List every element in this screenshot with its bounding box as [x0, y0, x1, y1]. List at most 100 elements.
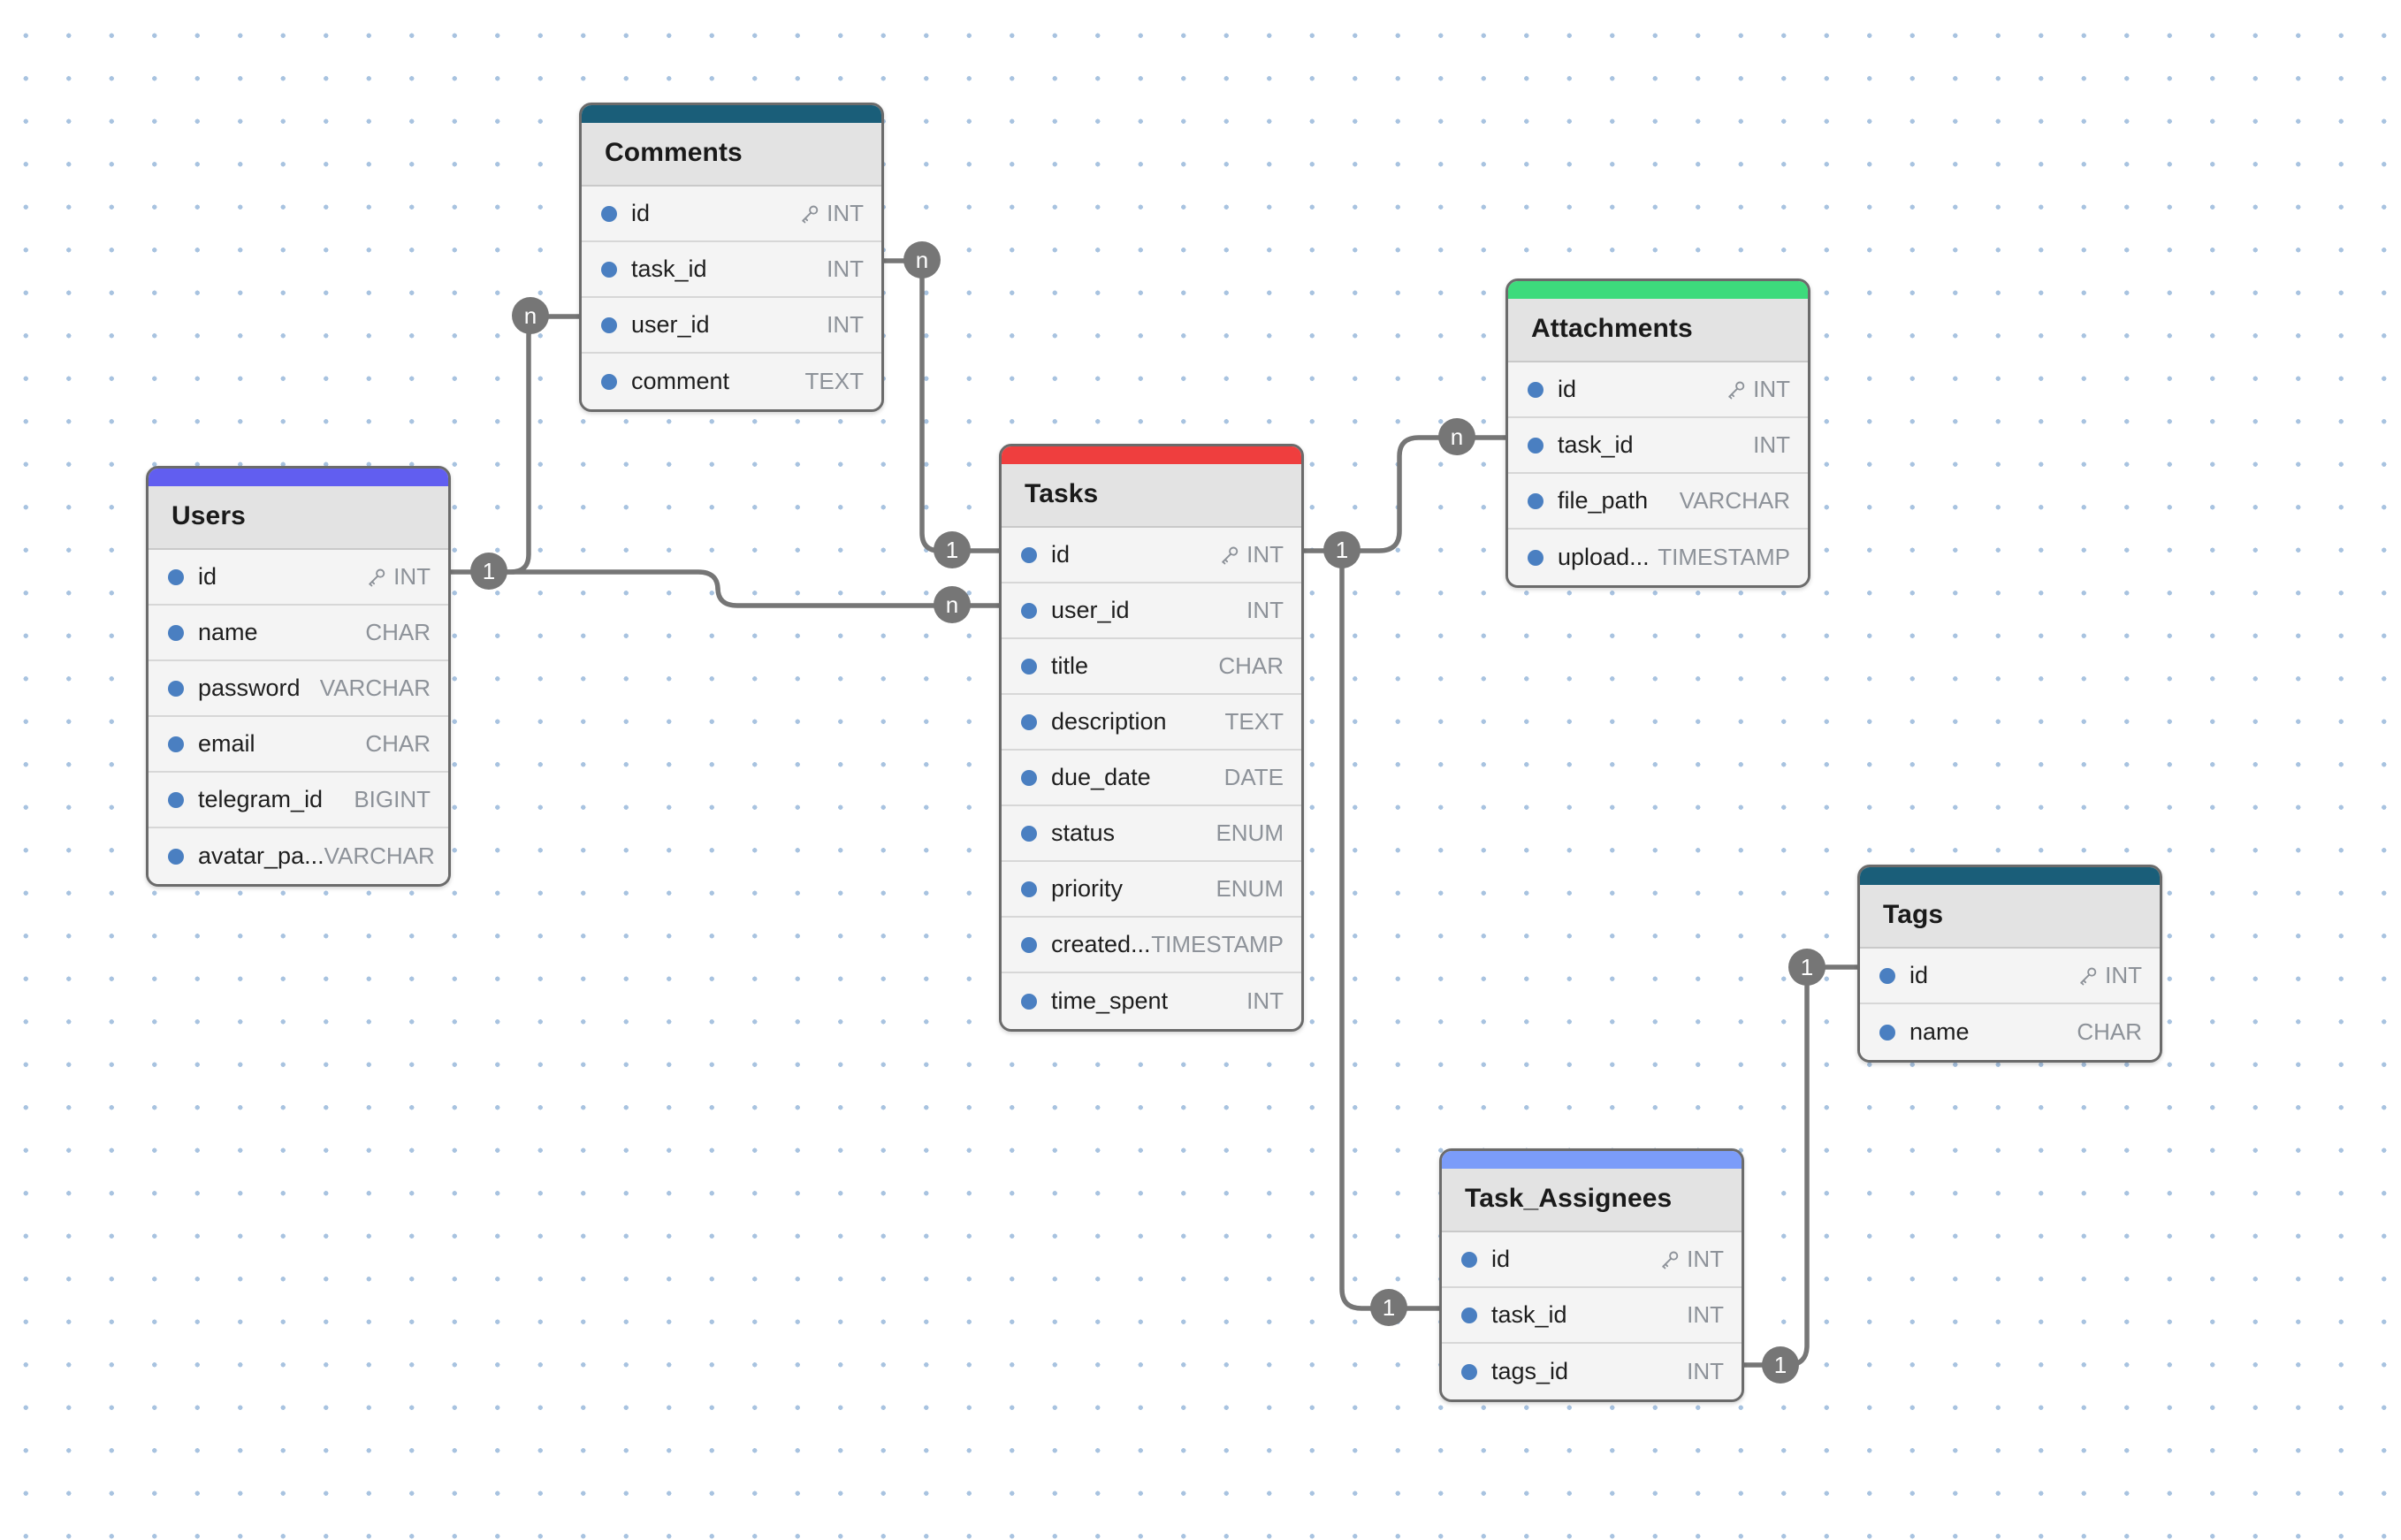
column-type: TEXT	[804, 368, 864, 394]
column-name: id	[1491, 1246, 1511, 1272]
table-row[interactable]: status ENUM	[1002, 806, 1301, 862]
column-type: INT	[1246, 541, 1284, 568]
column-type: ENUM	[1216, 820, 1284, 846]
primary-key-icon	[1659, 1249, 1681, 1270]
table-row[interactable]: id INT	[1002, 528, 1301, 583]
column-name: id	[1558, 376, 1577, 402]
cardinality-badge[interactable]: 1	[934, 531, 971, 568]
column-name: name	[198, 619, 258, 645]
column-name: telegram_id	[198, 786, 324, 812]
column-name: tags_id	[1491, 1358, 1569, 1384]
table-row[interactable]: id INT	[1442, 1232, 1742, 1288]
column-name: task_id	[1558, 431, 1634, 458]
column-meta: INT	[366, 563, 431, 591]
column-meta: INT	[1219, 541, 1284, 568]
table-row[interactable]: comment TEXT	[582, 354, 881, 409]
column-name: priority	[1051, 875, 1124, 902]
cardinality-badge[interactable]: 1	[1370, 1289, 1407, 1326]
column-bullet-icon	[1021, 602, 1037, 619]
column-name: id	[1051, 541, 1071, 568]
table-row[interactable]: task_id INT	[582, 242, 881, 298]
cardinality-badge[interactable]: n	[512, 297, 549, 334]
column-name: comment	[631, 368, 730, 394]
column-bullet-icon	[1528, 381, 1544, 398]
cardinality-badge[interactable]: 1	[1762, 1346, 1799, 1384]
column-bullet-icon	[1021, 658, 1037, 675]
column-name: description	[1051, 708, 1167, 735]
column-type: INT	[827, 255, 864, 282]
table-title: Tasks	[1002, 464, 1301, 528]
primary-key-icon	[799, 203, 820, 225]
column-name: status	[1051, 820, 1116, 846]
table-row[interactable]: time_spent INT	[1002, 973, 1301, 1029]
cardinality-badge[interactable]: n	[1438, 418, 1475, 455]
column-bullet-icon	[601, 316, 617, 333]
cardinality-badge[interactable]: 1	[1788, 949, 1826, 986]
table-row[interactable]: task_id INT	[1508, 418, 1808, 474]
column-type: VARCHAR	[319, 675, 431, 701]
column-meta: INT	[827, 311, 864, 339]
column-bullet-icon	[168, 568, 184, 585]
column-type: INT	[1246, 597, 1284, 623]
table-row[interactable]: tags_id INT	[1442, 1344, 1742, 1399]
column-type: VARCHAR	[324, 842, 435, 869]
column-bullet-icon	[168, 680, 184, 697]
column-name: task_id	[631, 255, 707, 282]
column-meta: INT	[1753, 431, 1790, 459]
primary-key-icon	[366, 567, 387, 588]
cardinality-badge[interactable]: 1	[470, 553, 507, 590]
column-bullet-icon	[1021, 993, 1037, 1010]
table-accent-bar	[582, 105, 881, 123]
cardinality-badge[interactable]: 1	[1323, 531, 1361, 568]
column-meta: INT	[1246, 987, 1284, 1015]
column-bullet-icon	[1879, 1024, 1895, 1041]
cardinality-badge[interactable]: n	[934, 586, 971, 623]
table-accent-bar	[1508, 281, 1808, 299]
column-bullet-icon	[1461, 1363, 1477, 1380]
table-accent-bar	[1442, 1151, 1742, 1169]
column-meta: TIMESTAMP	[1658, 544, 1790, 571]
table-title: Task_Assignees	[1442, 1169, 1742, 1232]
column-name: time_spent	[1051, 987, 1169, 1014]
column-name: due_date	[1051, 764, 1151, 790]
table-row[interactable]: avatar_pa...VARCHAR	[149, 828, 448, 884]
column-meta: INT	[827, 255, 864, 283]
column-meta: CHAR	[2077, 1018, 2142, 1046]
column-type: INT	[1687, 1358, 1724, 1384]
table-row[interactable]: upload...TIMESTAMP	[1508, 530, 1808, 585]
column-bullet-icon	[1528, 549, 1544, 566]
column-name: task_id	[1491, 1301, 1567, 1328]
table-title: Attachments	[1508, 299, 1808, 362]
edge-users-comments	[448, 314, 582, 575]
edge-tasks-comments	[881, 258, 1002, 553]
column-meta: CHAR	[365, 730, 431, 758]
column-meta: INT	[1659, 1246, 1724, 1273]
table-row[interactable]: created...TIMESTAMP	[1002, 918, 1301, 973]
table-row[interactable]: task_id INT	[1442, 1288, 1742, 1344]
cardinality-badge[interactable]: n	[903, 241, 941, 278]
column-type: INT	[1687, 1301, 1724, 1328]
